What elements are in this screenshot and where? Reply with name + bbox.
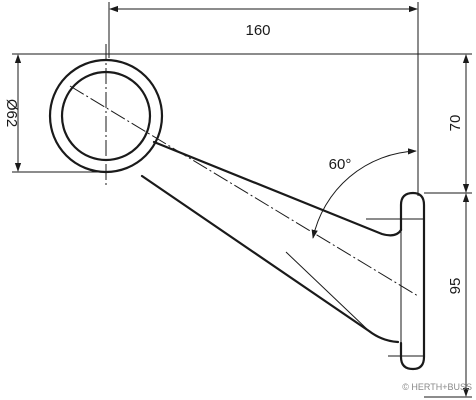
arm-facet-line (285, 251, 370, 332)
axis-centerline (69, 85, 419, 297)
arm-lower-edge (140, 174, 400, 344)
dim-upper-height-label: 70 (447, 115, 464, 132)
dim-angle-label: 60° (329, 156, 352, 173)
dim-lower-height-label: 95 (447, 278, 464, 295)
copyright-watermark: © HERTH+BUSS (402, 382, 472, 392)
dim-arc-angle (311, 148, 417, 239)
dim-length-label: 160 (245, 22, 270, 39)
arm-upper-edge (152, 140, 403, 237)
dim-diameter-label: Ø62 (3, 99, 20, 127)
dimension-labels: 160 Ø62 70 95 60° (3, 22, 464, 294)
extension-lines (12, 2, 472, 398)
dimension-lines (14, 5, 470, 397)
center-lines (69, 44, 419, 297)
